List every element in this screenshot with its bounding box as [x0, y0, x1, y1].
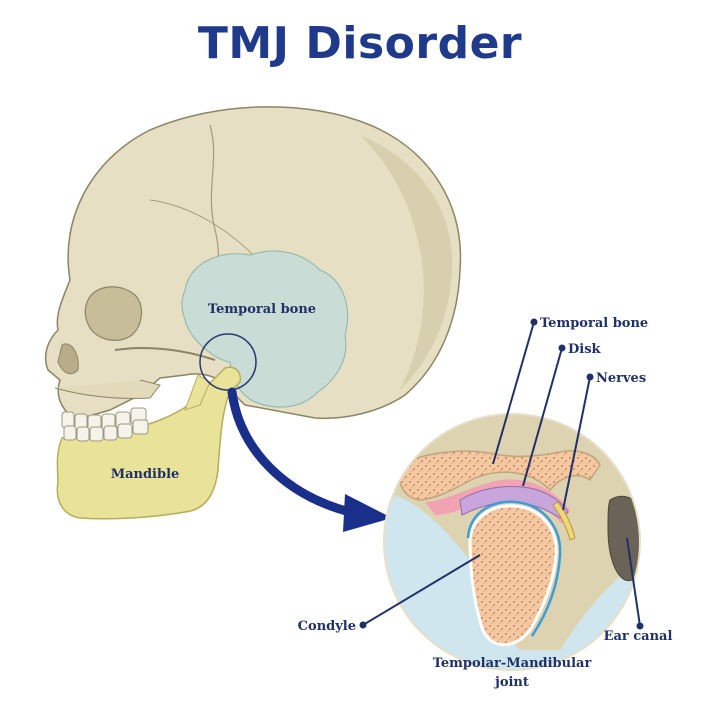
callout-lines — [359, 318, 644, 630]
nasal-cavity — [57, 343, 79, 375]
ear-canal-label: Ear canal — [604, 629, 673, 644]
skull-illustration — [44, 106, 462, 520]
nerves-label: Nerves — [596, 371, 646, 386]
page-title: TMJ Disorder — [197, 18, 523, 69]
tmj-label-line2: joint — [494, 675, 529, 690]
temporal-bone-section — [398, 450, 601, 501]
tmj-detail-view — [383, 413, 641, 671]
zoom-arrow — [227, 387, 392, 532]
lower-teeth — [63, 419, 149, 442]
skull-temporal-bone-label: Temporal bone — [208, 302, 316, 317]
disk-label: Disk — [568, 342, 602, 357]
temporal-bone-region — [181, 250, 348, 408]
tmj-label-line1: Tempolar-Mandibular — [433, 656, 592, 671]
detail-temporal-bone-label: Temporal bone — [540, 316, 648, 331]
mandible-label: Mandible — [111, 467, 180, 482]
condyle-bone — [468, 504, 558, 647]
condyle-label: Condyle — [298, 619, 356, 634]
eye-socket — [84, 286, 142, 341]
